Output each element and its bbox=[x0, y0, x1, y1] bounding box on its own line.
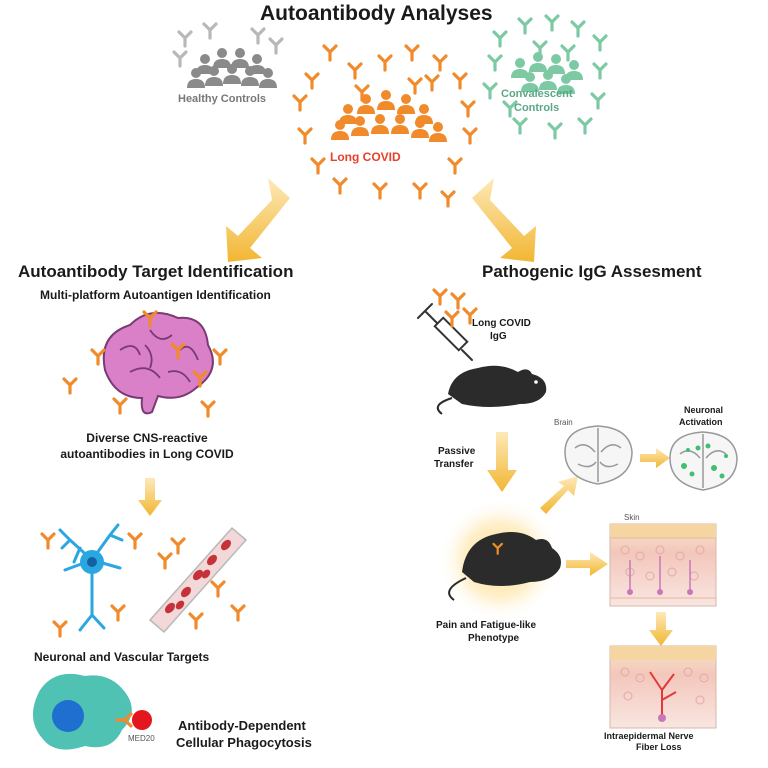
adcp-line1: Antibody-Dependent bbox=[178, 718, 306, 733]
activation-line1: Neuronal bbox=[684, 405, 724, 415]
activation-line2: Activation bbox=[679, 417, 723, 427]
skin-down-arrow bbox=[649, 612, 673, 646]
top-right-arrow bbox=[472, 178, 536, 262]
target-identification-subheading: Multi-platform Autoantigen Identificatio… bbox=[40, 288, 271, 302]
phenotype-line2: Phenotype bbox=[468, 633, 520, 644]
igg-label-line2: IgG bbox=[490, 331, 507, 342]
pathogenic-igg-heading: Pathogenic IgG Assesment bbox=[482, 262, 702, 281]
convalescent-label-line2: Controls bbox=[514, 102, 560, 114]
passive-transfer-arrow bbox=[487, 432, 517, 492]
blood-vessel-illustration bbox=[148, 526, 248, 634]
brain-illustration bbox=[102, 311, 214, 415]
igg-label-line1: Long COVID bbox=[472, 318, 531, 329]
healthy-controls-label: Healthy Controls bbox=[178, 93, 267, 105]
arrow-to-skin bbox=[566, 552, 608, 576]
long-covid-label: Long COVID bbox=[330, 150, 401, 164]
passive-transfer-line1: Passive bbox=[438, 446, 476, 457]
fiber-loss-line2: Fiber Loss bbox=[636, 742, 682, 752]
med20-label: MED20 bbox=[128, 734, 155, 743]
brain-caption-line1: Diverse CNS-reactive bbox=[86, 431, 208, 445]
activated-brain-section bbox=[669, 431, 738, 491]
convalescent-label-line1: Convalescent bbox=[501, 88, 573, 100]
target-identification-heading: Autoantibody Target Identification bbox=[18, 262, 294, 281]
left-down-arrow bbox=[138, 478, 162, 516]
neuron-illustration bbox=[58, 523, 124, 632]
long-covid-crowd bbox=[331, 90, 447, 142]
top-left-arrow bbox=[226, 178, 290, 262]
title: Autoantibody Analyses bbox=[260, 2, 493, 25]
arrow-to-activation bbox=[640, 448, 670, 468]
targets-caption: Neuronal and Vascular Targets bbox=[34, 650, 210, 664]
phagocyte-cell bbox=[32, 673, 132, 750]
mouse-illustration bbox=[436, 365, 547, 415]
skin-block-fiber-loss bbox=[609, 645, 717, 729]
arrow-to-brain bbox=[540, 476, 578, 514]
healthy-controls-crowd bbox=[187, 48, 277, 88]
skin-block bbox=[609, 523, 717, 607]
adcp-line2: Cellular Phagocytosis bbox=[176, 735, 312, 750]
brain-label: Brain bbox=[554, 418, 573, 427]
med20-antigen bbox=[132, 710, 152, 730]
passive-transfer-line2: Transfer bbox=[434, 459, 474, 470]
phenotype-mouse bbox=[448, 532, 561, 601]
syringe-icon bbox=[417, 303, 473, 361]
brain-section bbox=[564, 425, 633, 485]
brain-caption-line2: autoantibodies in Long COVID bbox=[60, 447, 234, 461]
neuron-nucleus bbox=[87, 557, 97, 567]
fiber-loss-line1: Intraepidermal Nerve bbox=[604, 731, 694, 741]
phenotype-line1: Pain and Fatigue-like bbox=[436, 620, 537, 631]
skin-label: Skin bbox=[624, 513, 640, 522]
neuronal-activation-dots bbox=[681, 443, 728, 479]
healthy-antibodies bbox=[172, 22, 284, 68]
